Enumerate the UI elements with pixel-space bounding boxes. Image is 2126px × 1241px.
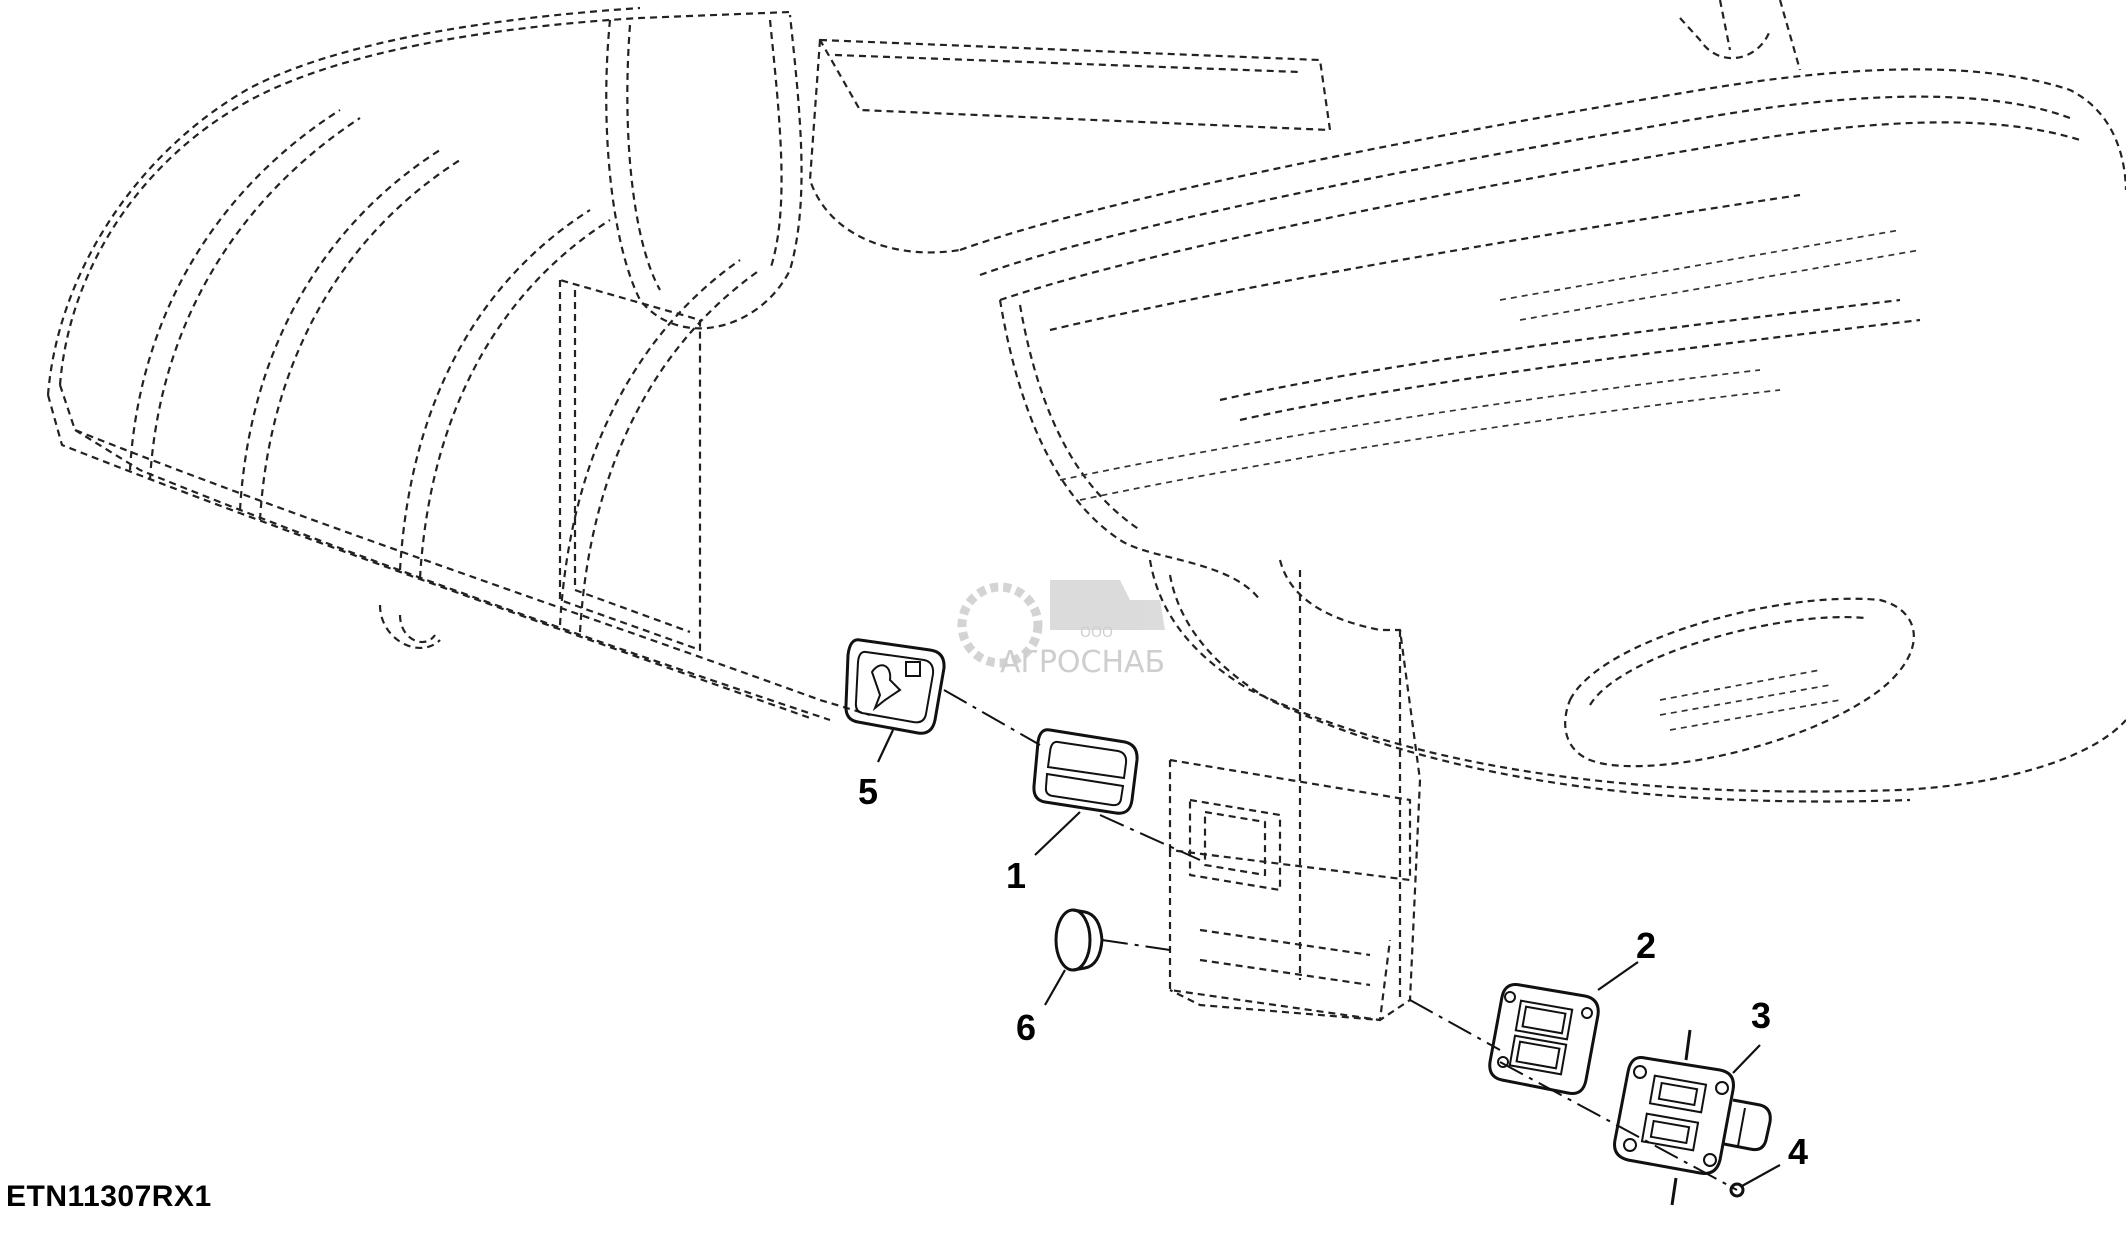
callout-1: 1 [1006, 855, 1026, 896]
callout-5: 5 [858, 771, 878, 812]
part-6-plug [1054, 908, 1104, 972]
deer-logo-icon [870, 664, 902, 712]
assembly-centerlines [943, 689, 1738, 1191]
tractor-body-outline [46, 0, 2126, 1022]
callout-labels: 1 2 3 4 5 6 [858, 771, 1808, 1172]
gear-icon [957, 582, 1043, 668]
figure-id-label: ETN11307RX1 [6, 1180, 212, 1213]
callout-3: 3 [1751, 995, 1771, 1036]
callout-6: 6 [1016, 1007, 1036, 1048]
watermark-name: АГРОСНАБ [1000, 645, 1165, 680]
callout-4: 4 [1788, 1131, 1808, 1172]
part-4-screw [1729, 1182, 1745, 1198]
watermark-prefix: ООО [1080, 625, 1113, 641]
decal-square-mark [905, 661, 921, 677]
part-1-switch [1032, 728, 1139, 815]
part-2-bezel [1488, 983, 1600, 1095]
leader-lines [877, 729, 1781, 1187]
part-5-decal [844, 638, 946, 735]
part-3-switch-housing [1613, 1029, 1772, 1206]
harvester-icon [1050, 580, 1165, 630]
callout-2: 2 [1636, 925, 1656, 966]
watermark-logo: ООО АГРОСНАБ [957, 580, 1165, 680]
